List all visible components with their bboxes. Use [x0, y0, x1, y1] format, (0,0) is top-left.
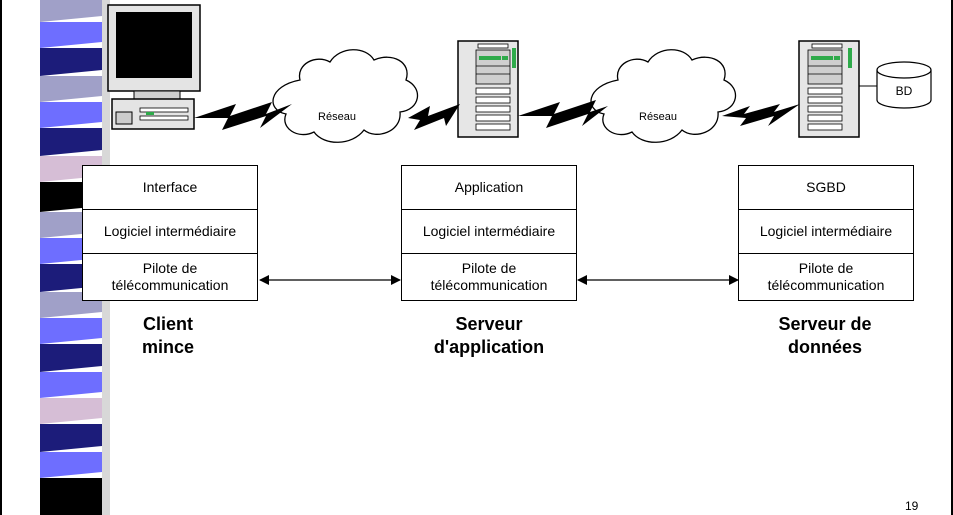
frame-left-border — [0, 0, 2, 515]
database-label: BD — [896, 84, 913, 98]
page-number: 19 — [905, 499, 919, 513]
layer-cell-top: Application — [402, 166, 576, 210]
layer-stack-data-server: SGBD Logiciel intermédiaire Pilote de té… — [738, 165, 914, 301]
tier-caption-data-server: Serveur de données — [725, 313, 925, 359]
caption-line: Client — [142, 314, 193, 334]
layer-cell-middleware: Logiciel intermédiaire — [739, 210, 913, 254]
caption-line: Serveur de — [778, 314, 872, 334]
layer-cell-top: Interface — [83, 166, 257, 210]
caption-line: mince — [141, 337, 195, 357]
frame-right-border — [951, 0, 953, 515]
caption-line: d'application — [433, 337, 545, 357]
layer-cell-top: SGBD — [739, 166, 913, 210]
network-link-bolts — [194, 100, 800, 130]
layer-cell-driver: Pilote de télécommunication — [767, 260, 885, 293]
layer-cell-middleware: Logiciel intermédiaire — [83, 210, 257, 254]
server-icon — [798, 40, 860, 138]
computer-icon — [107, 4, 201, 130]
network-label: Réseau — [318, 111, 356, 123]
layer-stack-client: Interface Logiciel intermédiaire Pilote … — [82, 165, 258, 301]
caption-line: données — [787, 337, 862, 357]
layer-cell-driver: Pilote de télécommunication — [111, 260, 229, 293]
caption-line: Serveur — [455, 314, 523, 334]
layer-stack-app-server: Application Logiciel intermédiaire Pilot… — [401, 165, 577, 301]
network-label: Réseau — [639, 111, 677, 123]
layer-cell-middleware: Logiciel intermédiaire — [402, 210, 576, 254]
network-cloud-icon: Réseau — [272, 49, 418, 143]
layer-cell-driver: Pilote de télécommunication — [430, 260, 548, 293]
server-icon — [457, 40, 519, 138]
database-icon: BD — [876, 61, 932, 109]
tier-caption-client: Client mince — [68, 313, 268, 359]
network-cloud-icon: Réseau — [590, 49, 736, 143]
tier-caption-app-server: Serveur d'application — [389, 313, 589, 359]
